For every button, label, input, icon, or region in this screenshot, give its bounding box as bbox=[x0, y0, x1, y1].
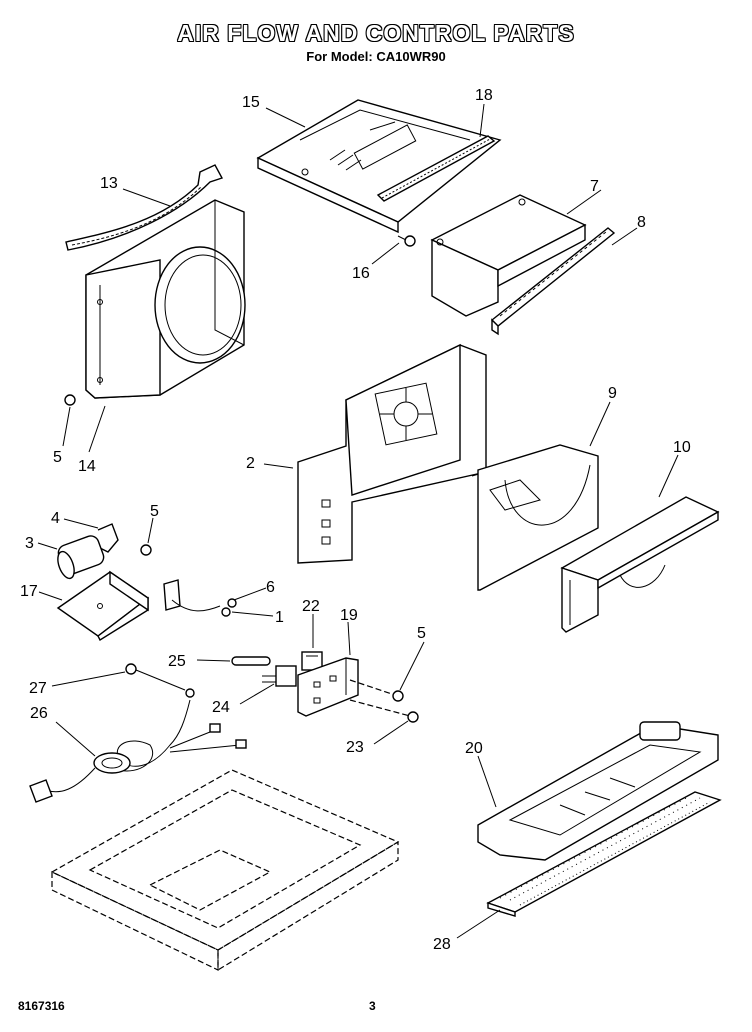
base-pan-outline bbox=[50, 769, 400, 972]
part-22-switch bbox=[301, 651, 323, 671]
part-20-drain-tray bbox=[477, 721, 719, 861]
callout-7: 7 bbox=[590, 178, 599, 195]
part-27-ground-screw bbox=[125, 663, 195, 698]
callout-8: 8 bbox=[637, 214, 646, 231]
part-24-thermostat bbox=[262, 665, 297, 687]
part-25-tube bbox=[231, 656, 271, 666]
part-9-scroll-housing bbox=[477, 444, 599, 591]
callout-5-capacitor: 5 bbox=[150, 503, 159, 520]
part-3-capacitor bbox=[57, 535, 105, 580]
callout-2: 2 bbox=[246, 455, 255, 472]
callout-9: 9 bbox=[608, 385, 617, 402]
callout-1: 1 bbox=[275, 609, 284, 626]
leader-lines bbox=[37, 103, 679, 939]
part-10-divider bbox=[560, 496, 720, 633]
part-2-partition-panel bbox=[297, 343, 487, 564]
callout-24: 24 bbox=[212, 699, 230, 716]
part-17-capacitor-bracket bbox=[56, 570, 150, 642]
part-23-screw bbox=[407, 711, 419, 723]
callout-20: 20 bbox=[465, 740, 483, 757]
callout-19: 19 bbox=[340, 607, 358, 624]
part-5-screw-control bbox=[392, 690, 404, 702]
document-number: 8167316 bbox=[18, 999, 65, 1013]
callout-16: 16 bbox=[352, 265, 370, 282]
callout-10: 10 bbox=[673, 439, 691, 456]
callout-25: 25 bbox=[168, 653, 186, 670]
callout-13: 13 bbox=[100, 175, 118, 192]
callout-26: 26 bbox=[30, 705, 48, 722]
part-6-thermistor-clip bbox=[163, 579, 237, 617]
part-7-cover bbox=[430, 194, 587, 317]
callout-5-control: 5 bbox=[417, 625, 426, 642]
part-8-bracket bbox=[490, 227, 616, 336]
part-18-gasket-strip bbox=[376, 135, 496, 202]
page-title: AIR FLOW AND CONTROL PARTS bbox=[177, 20, 575, 46]
part-14-shroud bbox=[85, 199, 246, 399]
page-number: 3 bbox=[369, 999, 376, 1013]
part-15-top-cover bbox=[256, 99, 502, 234]
callout-6: 6 bbox=[266, 579, 275, 596]
callout-27: 27 bbox=[29, 680, 47, 697]
part-26-power-cord bbox=[29, 699, 247, 803]
callout-22: 22 bbox=[302, 598, 320, 615]
callout-3: 3 bbox=[25, 535, 34, 552]
part-13-gasket bbox=[65, 164, 224, 251]
callout-5-left: 5 bbox=[53, 449, 62, 466]
callout-18: 18 bbox=[475, 87, 493, 104]
model-subtitle: For Model: CA10WR90 bbox=[306, 49, 446, 64]
part-5-screw-capacitor bbox=[140, 544, 152, 556]
callout-23: 23 bbox=[346, 739, 364, 756]
part-19-control-bracket bbox=[297, 657, 359, 717]
callout-4: 4 bbox=[51, 510, 60, 527]
callout-17: 17 bbox=[20, 583, 38, 600]
part-4-capacitor-strap bbox=[97, 523, 119, 553]
part-16-screw bbox=[397, 235, 416, 247]
part-5-screw-left bbox=[64, 394, 76, 406]
part-28-air-filter bbox=[486, 791, 722, 917]
callout-15: 15 bbox=[242, 94, 260, 111]
callout-14: 14 bbox=[78, 458, 96, 475]
callout-28: 28 bbox=[433, 936, 451, 953]
